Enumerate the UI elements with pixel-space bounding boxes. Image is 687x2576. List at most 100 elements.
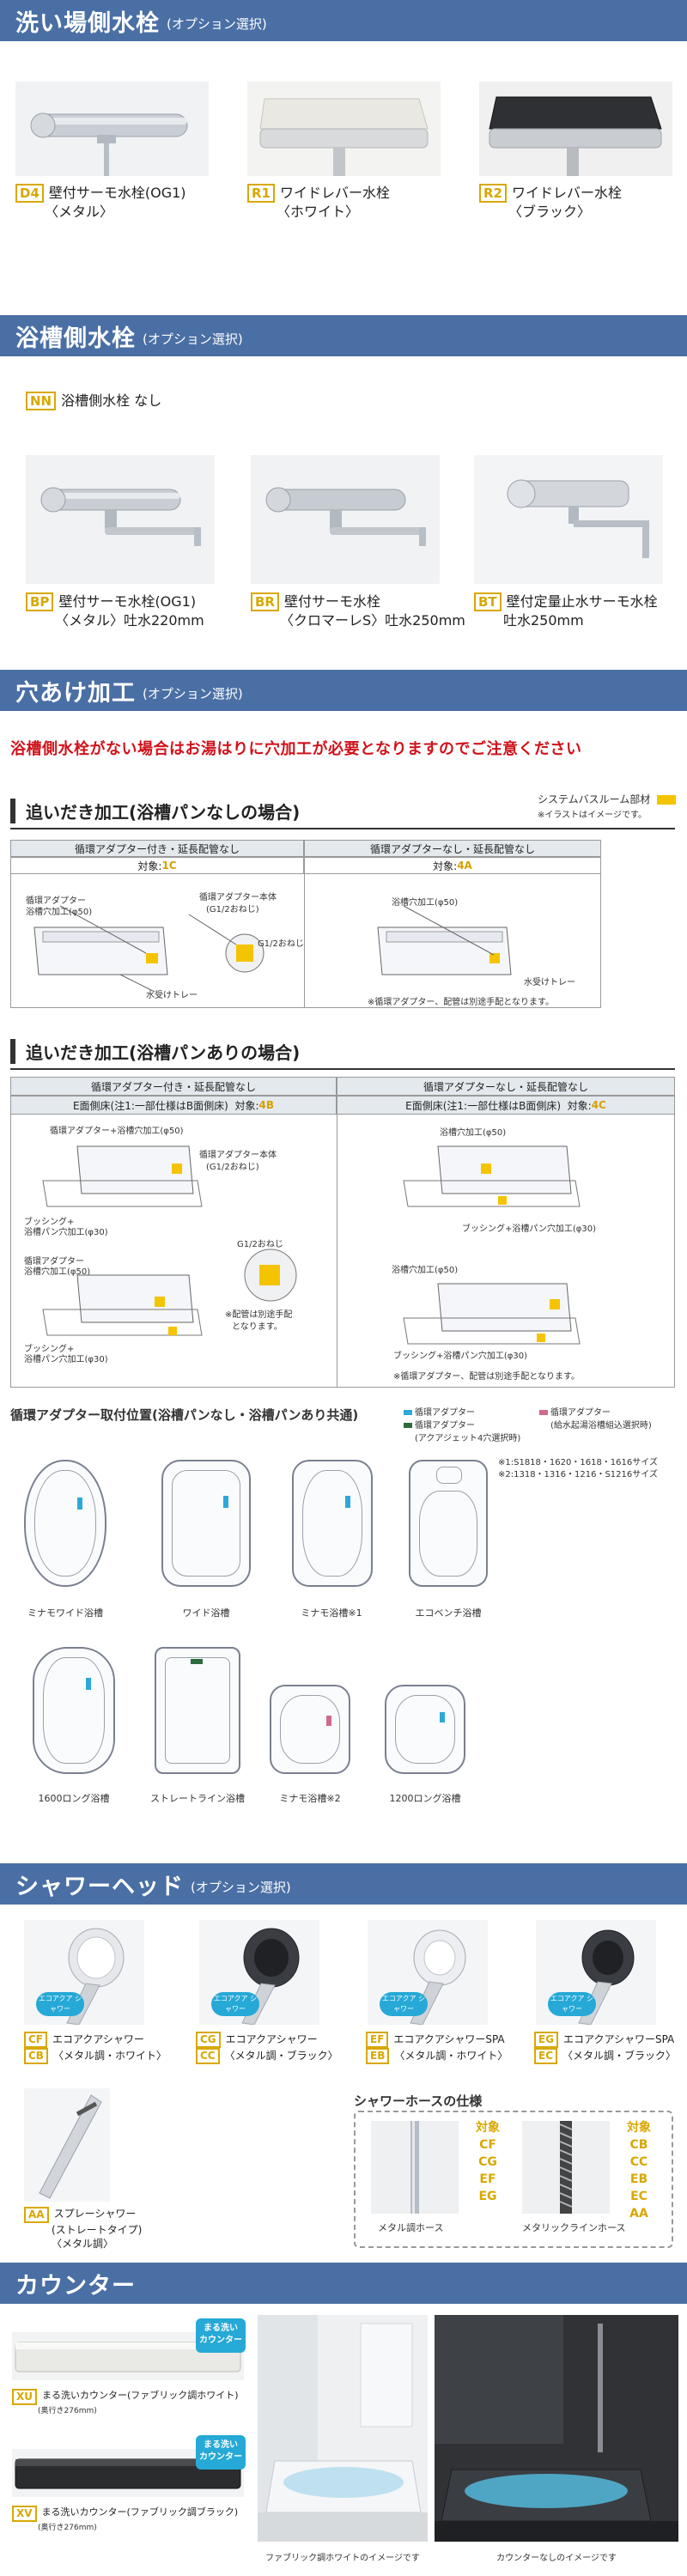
- faucet-r1-illustration: [259, 98, 429, 176]
- tub-label: 1600ロング浴槽: [38, 1793, 110, 1804]
- tub-label: 1200ロング浴槽: [389, 1793, 461, 1804]
- option-code: XU: [12, 2389, 37, 2405]
- legend-note: ※イラストはイメージです。: [538, 811, 647, 820]
- oidaki2-col-b-sub: E面側床(注1:一部仕様はB面側床) 対象:4C: [337, 1096, 675, 1115]
- tub-minamo-wide: [24, 1460, 106, 1587]
- tub-straight-line: [155, 1647, 240, 1774]
- label: 浴槽パン穴加工(φ30): [24, 1355, 108, 1364]
- label: ブッシング+浴槽パン穴加工(φ30): [462, 1224, 597, 1234]
- hose-left-name: メタル調ホース: [378, 2222, 444, 2233]
- divider: [10, 828, 675, 829]
- faucet-variant: 〈ホワイト〉: [277, 204, 360, 220]
- faucet-variant: 〈メタル〉吐水220mm: [55, 612, 204, 629]
- target-code: 4C: [591, 1099, 606, 1111]
- label: (G1/2おねじ): [206, 1163, 259, 1172]
- shower-badge: エコアクア シャワー: [211, 1992, 259, 2016]
- label: 浴槽穴加工(φ50): [24, 1267, 91, 1277]
- legend-label: システムバスルーム部材: [538, 793, 651, 805]
- shower-image-aa: [24, 2088, 110, 2202]
- shower-badge: エコアクア シャワー: [548, 1992, 596, 2016]
- option-code: CB: [24, 2048, 48, 2064]
- target-code: 1C: [161, 860, 177, 872]
- photo-caption-white: ファブリック調ホワイトのイメージです: [265, 2554, 420, 2563]
- shower-image-cg: エコアクア シャワー: [199, 1920, 319, 2026]
- option-code: BR: [251, 592, 279, 611]
- faucet-caption-r1: R1 ワイドレバー水栓 〈ホワイト〉: [247, 184, 471, 222]
- oidaki1-col-a-head: 循環アダプター付き・延長配管なし: [10, 840, 304, 857]
- label: G1/2おねじ: [237, 1240, 283, 1249]
- faucet-bp-illustration: [40, 487, 201, 546]
- option-code: XV: [12, 2506, 37, 2522]
- option-label: 浴槽側水栓 なし: [61, 392, 162, 409]
- oidaki1-diagram-a: [33, 905, 264, 993]
- faucet-d4-illustration: [30, 112, 188, 176]
- counter-badge-xu: まる洗いカウンター: [196, 2318, 246, 2353]
- shower-badge: エコアクア シャワー: [380, 1992, 428, 2016]
- section-subtitle: (オプション選択): [143, 685, 243, 702]
- section-title: カウンター: [15, 2272, 136, 2300]
- faucet-name: ワイドレバー水栓: [280, 185, 391, 201]
- tub-1200-long: [385, 1685, 465, 1774]
- option-code: R2: [479, 184, 507, 203]
- option-code: CF: [24, 2032, 48, 2048]
- adapter-legend-2: 循環アダプター (給水起湯浴槽組込選択時): [539, 1405, 685, 1431]
- divider: [304, 874, 305, 1008]
- tub-label: ミナモ浴槽※1: [301, 1607, 362, 1619]
- option-code: BP: [26, 592, 54, 611]
- faucet-image-r1: [247, 82, 441, 176]
- shower-badge: エコアクア シャワー: [36, 1992, 84, 2016]
- oidaki1-col-b-target: 対象:4A: [304, 857, 601, 874]
- oidaki1-col-b-head: 循環アダプターなし・延長配管なし: [304, 840, 601, 857]
- option-code: EC: [534, 2048, 558, 2064]
- oidaki2-diagram-a: [42, 1145, 297, 1336]
- option-code: D4: [15, 184, 44, 203]
- tub-minamo-2: [270, 1685, 350, 1774]
- label: G1/2おねじ: [258, 939, 304, 949]
- faucet-variant: 〈ブラック〉: [508, 204, 592, 220]
- tub-1600-long: [33, 1647, 115, 1774]
- tub-eco-bench: [409, 1460, 488, 1587]
- section-title: 穴あけ加工: [15, 679, 136, 707]
- section-header-drilling: 穴あけ加工 (オプション選択): [0, 670, 687, 711]
- bathroom-white-illustration: [258, 2315, 428, 2542]
- faucet-image-d4: [15, 82, 209, 176]
- faucet-bt-illustration: [507, 479, 649, 558]
- label: 浴槽パン穴加工(φ30): [24, 1228, 108, 1237]
- section-title: 洗い場側水栓: [15, 9, 160, 37]
- faucet-variant: 吐水250mm: [503, 612, 584, 629]
- spray-shower-icon: [39, 2094, 102, 2199]
- section-header-counter: カウンター: [0, 2263, 687, 2304]
- shower-image-ef: エコアクア シャワー: [368, 1920, 488, 2026]
- oidaki2-table-body: [10, 1115, 675, 1388]
- bathroom-photo-white: [258, 2315, 428, 2542]
- option-code: BT: [474, 592, 502, 611]
- section-header-shower: シャワーヘッド (オプション選択): [0, 1863, 687, 1905]
- section-header-tub-faucet: 浴槽側水栓 (オプション選択): [0, 315, 687, 356]
- section-subtitle: (オプション選択): [191, 1879, 291, 1895]
- counter-image-xu: [12, 2332, 244, 2380]
- oidaki-no-pan-title: 追いだき加工(浴槽パンなしの場合): [10, 799, 300, 823]
- drilling-warning: 浴槽側水栓がない場合はお湯はりに穴加工が必要となりますのでご注意ください: [10, 740, 582, 758]
- label: 水受けトレー: [524, 978, 575, 987]
- label: ブッシング+浴槽パン穴加工(φ30): [393, 1352, 528, 1361]
- section-subtitle: (オプション選択): [167, 15, 267, 32]
- option-code: EF: [366, 2032, 389, 2048]
- hose-metallic-line-image: [522, 2121, 610, 2214]
- adapter-note-2: ※2:1318・1316・1216・S1216サイズ: [498, 1470, 658, 1479]
- hose-right-codes: 対象 CB CC EB EC AA: [627, 2121, 651, 2221]
- label: となります。: [232, 1322, 283, 1332]
- oidaki2-col-b-head: 循環アダプターなし・延長配管なし: [337, 1077, 675, 1096]
- option-code: NN: [26, 392, 57, 410]
- hose-spec-box: [354, 2111, 673, 2248]
- option-code: R1: [247, 184, 275, 203]
- target-code: 4A: [457, 860, 472, 872]
- label: ※循環アダプター、配管は別途手配となります。: [393, 1372, 580, 1382]
- label: ※循環アダプター、配管は別途手配となります。: [368, 998, 554, 1007]
